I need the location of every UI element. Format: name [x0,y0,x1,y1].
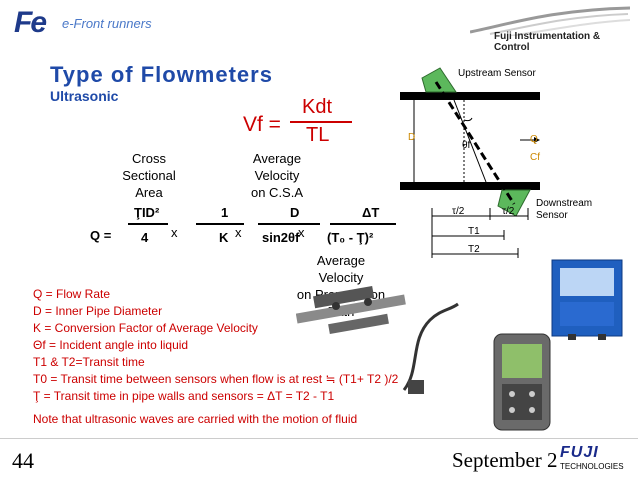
pipe-sensor-photo [296,285,406,335]
theta-label: θf [462,140,471,151]
company-name: Fuji Instrumentation & Control [494,31,601,53]
refraction-line [453,99,487,183]
term4-numerator: ΔT [362,205,380,220]
term1-fraction-line [128,223,168,225]
note-conversion-factor: K = Conversion Factor of Average Velocit… [33,321,258,335]
upstream-sensor-label: Upstream Sensor [458,68,536,79]
theta-arc [463,117,473,122]
term4-denominator: (T₀ - Ţ)² [327,230,374,245]
note-inner-diameter: D = Inner Pipe Diameter [33,304,163,318]
t2-label: T2 [468,244,480,255]
t1-label: T1 [468,226,480,237]
note-transit-time: T1 & T2=Transit time [33,355,145,369]
slide-title: Type of Flowmeters [50,62,273,87]
company-logo: Fe [14,6,47,39]
vf-denominator: TL [306,124,330,146]
footer-divider [0,438,638,439]
tau-right-label: τ/2 [502,206,515,217]
term2-numerator: 1 [221,205,229,220]
tau-left-label: τ/2 [452,206,465,217]
times-sign-1: x [171,225,178,240]
times-sign-3: x [298,225,305,240]
footer-date: September 2 [452,448,558,472]
note-incident-angle: Θf = Incident angle into liquid [33,338,189,352]
pipe-top-wall [400,92,540,100]
term3-fraction-line [258,223,320,225]
ultrasonic-pipe-diagram: Upstream Sensor D θf Q Cf Downstream Sen… [400,67,592,258]
page-number: 44 [12,448,34,473]
beam-path [434,81,516,205]
term3-denominator: sin2θf [262,230,300,245]
q-label: Q = [90,228,112,243]
note-fluid-motion: Note that ultrasonic waves are carried w… [33,412,358,426]
logo-tagline: e-Front runners [62,16,152,31]
header-swoosh-graphic [470,6,630,36]
flowmeter-transmitter-photo [551,259,623,340]
probe-cable-photo [402,302,459,394]
variable-definitions: Q = Flow Rate D = Inner Pipe Diameter K … [33,286,398,405]
sound-speed-label: Cf [530,152,540,163]
handheld-meter-photo [493,333,551,431]
slide-subtitle: Ultrasonic [50,88,119,104]
pipe-bottom-wall [400,182,540,190]
downstream-label-2: Sensor [536,210,568,221]
term1-numerator: ŢID² [134,205,160,220]
term3-numerator: D [290,205,300,220]
vf-fraction-line [290,121,352,123]
flow-q-label: Q [530,134,538,145]
upstream-sensor-shape [421,67,457,93]
term4-fraction-line [330,223,396,225]
note-rest-transit-time: T0 = Transit time between sensors when f… [33,372,399,386]
note-flow-rate: Q = Flow Rate [33,287,111,301]
caption-average-velocity: Average Velocity on C.S.A [250,151,304,200]
diameter-label: D [408,132,415,143]
downstream-label-1: Downstream [536,198,592,209]
vf-numerator: Kdt [302,96,333,118]
term1-denominator: 4 [141,230,149,245]
vf-label: Vf = [243,113,281,136]
term2-denominator: K [219,230,229,245]
note-wall-transit-time: Ţ = Transit time in pipe walls and senso… [33,389,335,403]
caption-cross-sectional-area: Cross Sectional Area [122,151,176,200]
fuji-technologies-logo: FUJI TECHNOLOGIES [560,444,624,471]
term2-fraction-line [196,223,244,225]
flow-arrow-head [534,137,540,143]
times-sign-2: x [235,225,242,240]
